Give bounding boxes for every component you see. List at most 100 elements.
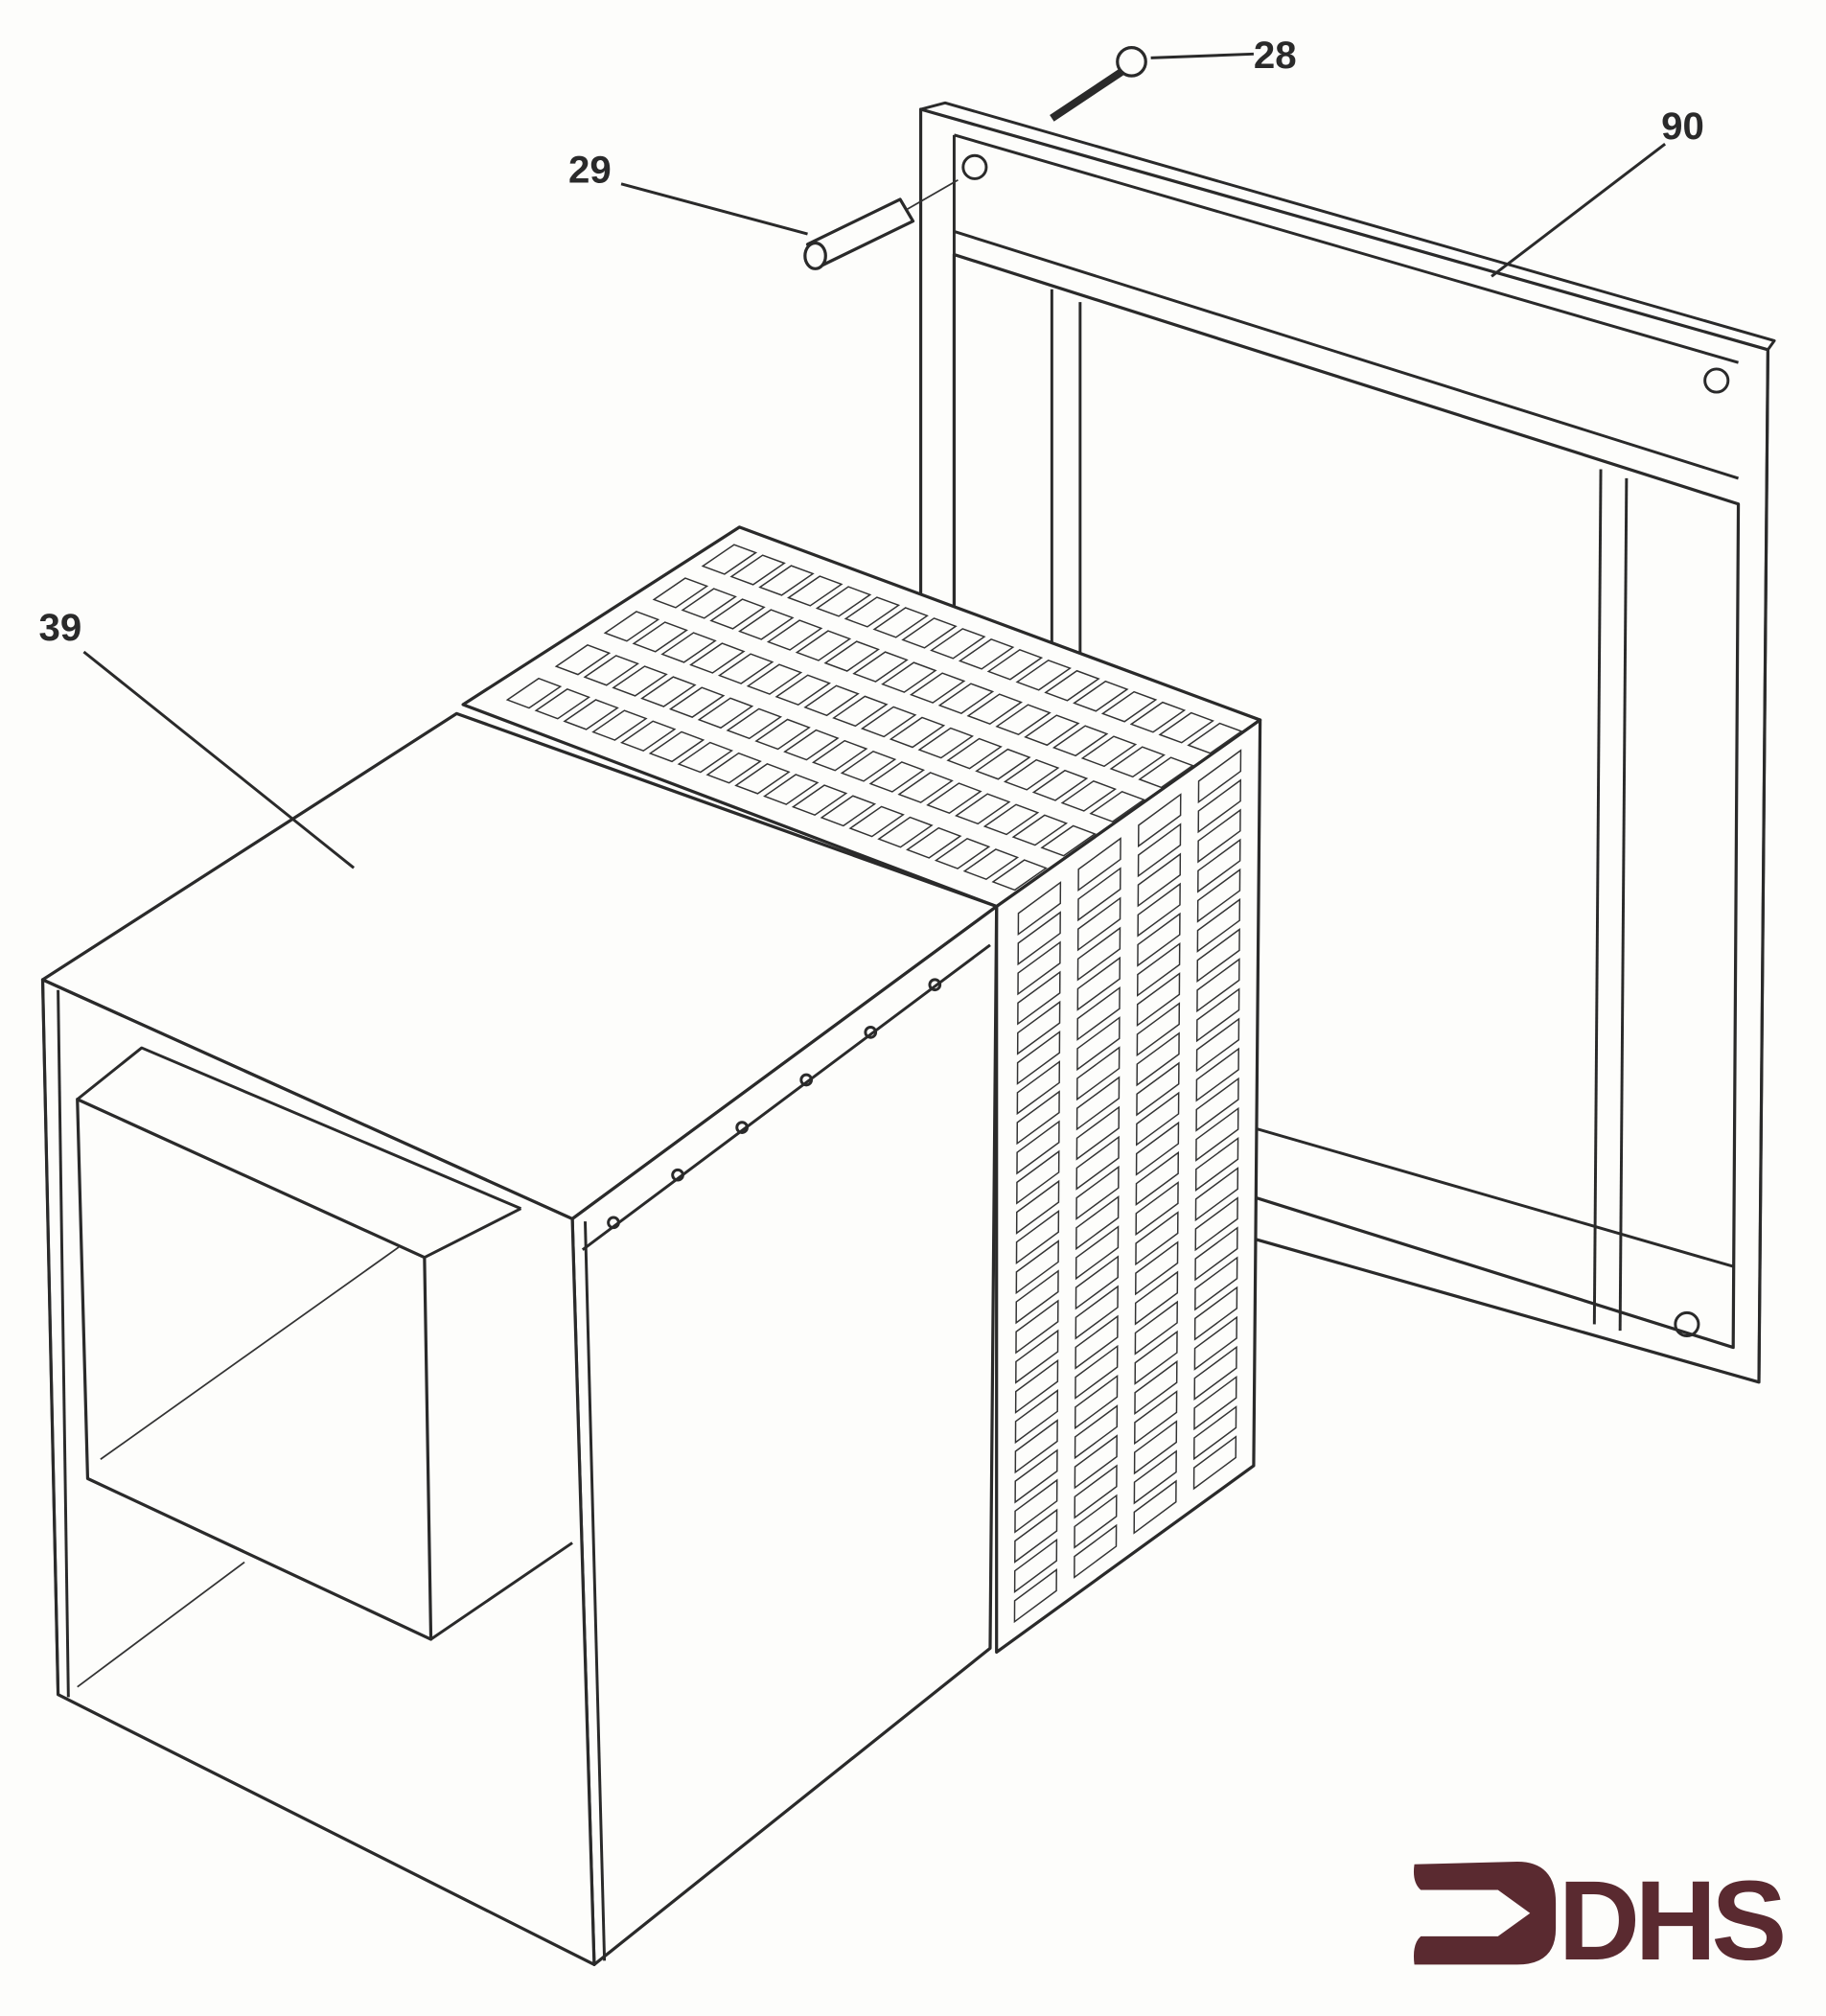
slot — [681, 588, 737, 619]
slot — [937, 683, 995, 714]
rivet-hole — [928, 978, 942, 992]
slot — [1187, 722, 1243, 754]
slot — [1074, 1434, 1118, 1490]
slot — [1133, 1449, 1177, 1505]
slot — [906, 826, 962, 859]
slot — [1136, 941, 1181, 997]
slot — [1137, 823, 1182, 878]
slot — [832, 695, 889, 728]
slot — [1074, 1374, 1119, 1430]
duct-housing-39 — [40, 711, 999, 1966]
slot — [668, 686, 726, 718]
part-label-90: 90 — [1661, 104, 1704, 148]
slot — [1015, 1269, 1059, 1325]
slot — [534, 688, 591, 720]
slot — [1060, 779, 1118, 812]
dhs-logo: DHS — [1413, 1858, 1789, 1984]
slot — [889, 716, 946, 749]
slot — [815, 586, 872, 617]
screw-28: 28 — [1050, 34, 1297, 122]
slot — [934, 837, 991, 869]
slot — [1076, 1046, 1121, 1101]
slot — [729, 554, 786, 586]
slot — [787, 575, 844, 607]
slot — [982, 803, 1040, 836]
slot — [701, 544, 758, 575]
slot — [1014, 1478, 1058, 1534]
slot — [975, 748, 1031, 780]
slot — [1193, 1315, 1237, 1371]
slot — [709, 598, 766, 630]
slot — [783, 729, 840, 761]
slot — [1076, 1016, 1121, 1072]
slot — [1024, 714, 1080, 747]
slot — [1014, 1389, 1059, 1445]
rivet-hole — [607, 1216, 620, 1230]
slot — [1074, 1523, 1118, 1579]
slot — [1016, 1030, 1061, 1085]
slot — [1158, 711, 1214, 744]
slot — [1136, 972, 1181, 1028]
slot — [955, 793, 1011, 825]
slot — [1074, 1494, 1118, 1549]
rivet-hole — [864, 1026, 878, 1039]
slot — [995, 704, 1052, 736]
rivet-holes — [607, 978, 942, 1230]
slot — [881, 661, 937, 693]
slot — [603, 611, 660, 642]
slot — [1194, 1136, 1239, 1192]
slot — [1193, 1345, 1237, 1401]
rivet-hole — [671, 1168, 684, 1182]
slot — [697, 697, 754, 730]
slot — [1017, 911, 1061, 966]
slot — [901, 617, 958, 649]
slot — [1197, 808, 1241, 864]
slot — [554, 644, 612, 676]
slot — [758, 565, 815, 596]
rivet-hole — [735, 1121, 749, 1134]
slot — [1193, 1286, 1238, 1341]
slot — [763, 774, 820, 805]
slot — [1195, 1017, 1240, 1073]
slot — [860, 706, 917, 738]
slot — [632, 621, 688, 653]
slot — [1136, 1031, 1180, 1087]
core-side-slots — [1013, 749, 1242, 1624]
slot — [1014, 1419, 1058, 1474]
slot — [1075, 1314, 1119, 1370]
slot — [795, 630, 852, 661]
slot — [563, 699, 619, 730]
slot — [1137, 793, 1182, 848]
slot — [930, 628, 986, 660]
slot — [848, 805, 905, 838]
slot — [1195, 987, 1240, 1043]
slot — [677, 741, 734, 774]
slot — [868, 761, 926, 793]
slot — [1133, 1479, 1177, 1535]
slot — [1133, 1420, 1178, 1475]
slot — [872, 607, 929, 638]
slot — [1075, 1076, 1121, 1131]
slot — [1017, 940, 1061, 996]
slot — [1135, 1181, 1179, 1237]
slot — [1080, 735, 1138, 768]
slot — [1075, 1195, 1120, 1251]
slot — [1196, 868, 1241, 923]
slot — [1044, 669, 1100, 702]
slot — [1076, 956, 1121, 1011]
slot — [1015, 1179, 1060, 1235]
slot — [986, 649, 1044, 681]
slot — [1137, 852, 1182, 908]
rivet-hole — [799, 1073, 814, 1087]
slot — [1076, 985, 1121, 1041]
slot — [1109, 746, 1166, 778]
slot — [877, 816, 934, 848]
slot — [791, 784, 848, 817]
slot — [1013, 1568, 1057, 1624]
slot — [1075, 1105, 1121, 1161]
slot — [1135, 1150, 1180, 1206]
slot — [1194, 1196, 1238, 1252]
slot — [1031, 769, 1089, 801]
